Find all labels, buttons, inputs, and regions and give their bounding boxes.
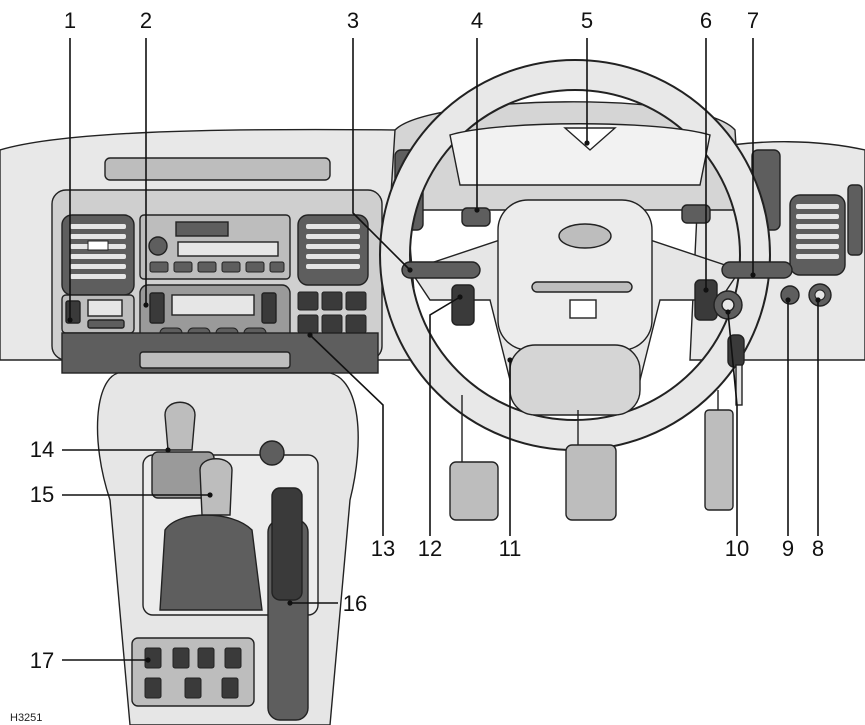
callout-leader-13: [309, 334, 384, 536]
audio-unit: [139, 214, 291, 280]
lighting-stalk: [401, 261, 481, 279]
callout-label-12: 12: [418, 536, 442, 561]
gear-lever: [159, 458, 263, 611]
steering-wheel-hub: [497, 199, 653, 351]
transfer-lever: [151, 401, 215, 499]
callout-label-7: 7: [747, 8, 759, 33]
callout-dot-3: [407, 267, 413, 273]
callout-label-6: 6: [700, 8, 712, 33]
callout-label-10: 10: [725, 536, 749, 561]
center-right-air-vent: [297, 214, 369, 286]
callout-leader-3: [352, 38, 411, 271]
callout-label-11: 11: [499, 536, 522, 561]
callout-dot-1: [67, 317, 73, 323]
callout-dot-8: [815, 297, 821, 303]
power-socket: [259, 440, 285, 466]
side-demister-vent: [847, 184, 863, 256]
accelerator-pedal: [704, 409, 734, 511]
callout-dot-7: [750, 272, 756, 278]
dashboard-top-vent: [104, 157, 331, 181]
badge: [558, 223, 612, 249]
callout-dot-14: [165, 447, 171, 453]
callout-label-13: 13: [371, 536, 395, 561]
rear-switch-panel: [131, 637, 255, 707]
clutch-pedal: [449, 461, 499, 521]
callout-dot-17: [145, 657, 151, 663]
callout-label-17: 17: [30, 648, 54, 673]
callout-label-9: 9: [782, 536, 794, 561]
callout-dot-11: [507, 357, 513, 363]
callout-dot-10: [725, 309, 731, 315]
callout-label-5: 5: [581, 8, 593, 33]
steering-column-shroud: [509, 344, 641, 416]
callout-dot-13: [307, 332, 313, 338]
callout-label-4: 4: [471, 8, 483, 33]
callout-dot-16: [287, 600, 293, 606]
airbag-label: [569, 299, 597, 319]
warning-light-panel: [563, 127, 617, 151]
callout-dot-5: [584, 140, 590, 146]
callout-label-16: 16: [343, 591, 367, 616]
left-air-vent: [61, 214, 135, 296]
wiper-stalk: [721, 261, 793, 279]
callout-dot-4: [474, 207, 480, 213]
left-lower-switch-panel: [61, 294, 135, 334]
figure-reference-code: H3251: [10, 712, 42, 724]
callout-label-2: 2: [140, 8, 152, 33]
callout-leader-12: [429, 296, 461, 536]
switch-bank: [297, 291, 367, 334]
callout-dot-12: [457, 294, 463, 300]
left-column-switch: [451, 284, 475, 326]
callout-label-14: 14: [30, 437, 54, 462]
instrument-cluster-gauges: [449, 123, 711, 186]
callout-dot-15: [207, 492, 213, 498]
callout-label-8: 8: [812, 536, 824, 561]
cruise-control-button-right: [681, 204, 711, 224]
hazard-switch-strip: [139, 351, 291, 369]
callout-leader-10: [727, 311, 738, 536]
callout-label-1: 1: [64, 8, 76, 33]
callout-label-3: 3: [347, 8, 359, 33]
right-air-vent: [789, 194, 846, 276]
brake-pedal: [565, 444, 617, 521]
callout-dot-2: [143, 302, 149, 308]
callout-dot-6: [703, 287, 709, 293]
handbrake-lever: [267, 487, 309, 721]
callout-dot-9: [785, 297, 791, 303]
horn-slot: [531, 281, 633, 293]
callout-label-15: 15: [30, 482, 54, 507]
